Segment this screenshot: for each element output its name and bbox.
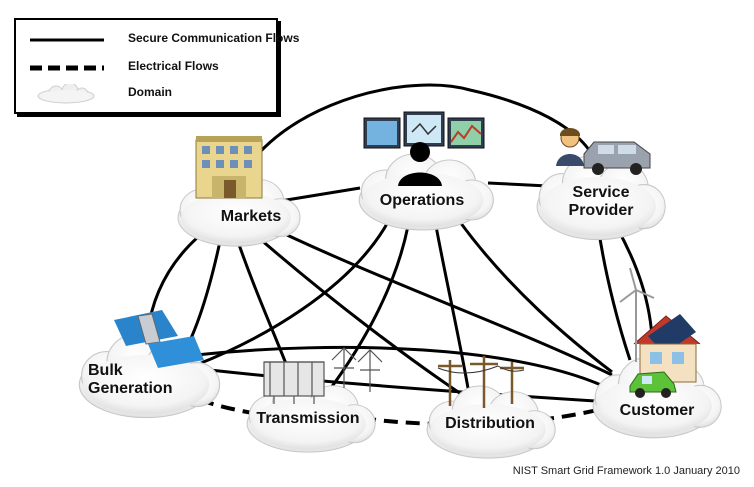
label-customer: Customer xyxy=(619,402,695,419)
electric-car-icon xyxy=(629,371,677,398)
flow-operations-bulk xyxy=(195,221,390,367)
credit-caption: NIST Smart Grid Framework 1.0 January 20… xyxy=(512,465,740,477)
label-operations: Operations xyxy=(379,192,465,209)
label-transmission: Transmission xyxy=(256,410,360,427)
flow-operations-transmission xyxy=(320,225,410,401)
label-markets: Markets xyxy=(220,208,282,225)
label-service-line2: Provider xyxy=(568,202,634,219)
substation-icon xyxy=(263,347,383,404)
flow-bulk-customer xyxy=(195,345,613,392)
operator-silhouette-icon xyxy=(398,142,442,186)
label-distribution: Distribution xyxy=(445,415,535,432)
flow-service-customer xyxy=(596,225,632,361)
communication-flows xyxy=(178,181,632,404)
dashed-line-swatch-icon xyxy=(30,65,104,71)
operations-monitors-icon xyxy=(363,111,485,149)
flow-distribution-customer-arc xyxy=(209,368,613,404)
flow-markets-distribution xyxy=(251,230,471,402)
outer-comm-ring xyxy=(224,83,600,214)
label-bulk-generation: Bulk Generation xyxy=(88,362,198,398)
building-icon xyxy=(195,136,263,199)
flow-operations-customer xyxy=(458,221,613,374)
service-provider-icon xyxy=(556,128,651,175)
utility-pole-icon xyxy=(437,356,525,408)
legend-item-electrical: Electrical Flows xyxy=(16,56,276,80)
label-bulk-line2: Generation xyxy=(88,380,173,397)
flow-operations-distribution xyxy=(434,225,472,401)
solid-line-swatch-icon xyxy=(30,38,104,42)
legend-label-secure: Secure Communication Flows xyxy=(128,31,300,45)
legend-item-secure-communication: Secure Communication Flows xyxy=(16,28,299,52)
legend-item-domain: Domain xyxy=(16,82,276,106)
label-bulk-line1: Bulk xyxy=(88,362,123,379)
flow-operations-service xyxy=(487,181,549,188)
wind-turbine-icon xyxy=(619,267,655,362)
cloud-swatch-icon xyxy=(37,84,95,104)
legend: Secure Communication Flows Electrical Fl… xyxy=(14,18,299,114)
label-service-provider: Service Provider xyxy=(556,184,646,220)
house-icon xyxy=(633,314,701,383)
legend-label-electrical: Electrical Flows xyxy=(128,59,219,73)
dam-icon xyxy=(114,310,204,368)
label-service-line1: Service xyxy=(572,184,630,201)
flow-markets-customer xyxy=(267,224,613,377)
legend-label-domain: Domain xyxy=(128,85,173,99)
